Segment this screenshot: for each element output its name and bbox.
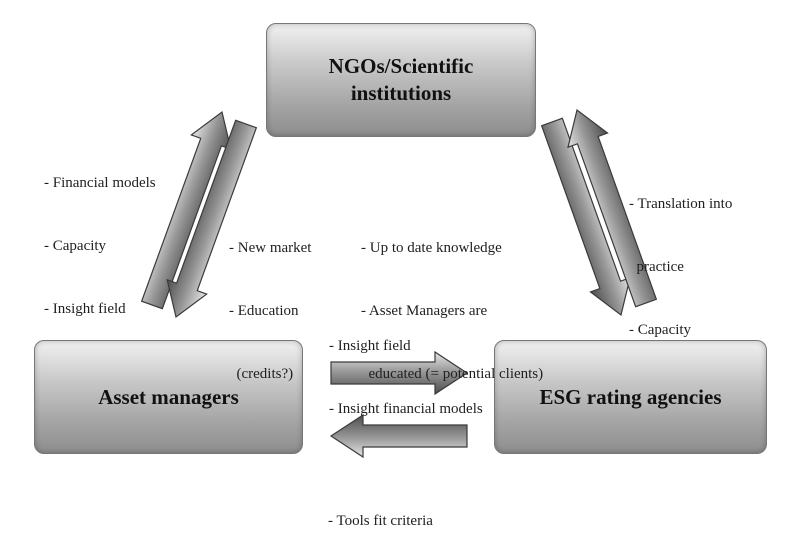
label-line: - Up to date knowledge: [361, 240, 502, 256]
label-line: (credits?): [229, 366, 294, 382]
label-line: - Translation into: [629, 196, 733, 212]
diagram-canvas: [140, 108, 658, 459]
esg-agencies-node-title: ESG rating agencies: [539, 384, 722, 409]
label-line: practice: [629, 259, 684, 275]
label-esg-to-ngo: - Translation into practice - Capacity: [629, 152, 732, 362]
asset-managers-node: Asset managers: [34, 340, 303, 454]
label-line: - Capacity: [629, 322, 692, 338]
arrow-esg-to-am: [329, 413, 468, 459]
label-ngo-to-am: - New market - Education (credits?): [229, 196, 311, 406]
arrow-esg-to-ngo: [567, 108, 658, 308]
label-ngo-to-esg: - Up to date knowledge - Asset Managers …: [361, 196, 543, 406]
label-am-to-ngo: - Financial models - Capacity - Insight …: [44, 131, 156, 341]
label-esg-to-am: - Tools fit criteria: [328, 469, 433, 553]
label-line: - Insight financial models: [329, 401, 483, 417]
label-line: - Asset Managers are: [361, 303, 488, 319]
label-line: - Insight field: [44, 301, 126, 317]
ngo-node-title: NGOs/Scientific institutions: [328, 54, 474, 105]
label-line: - Financial models: [44, 175, 156, 191]
arrow-ngo-to-esg: [540, 117, 631, 317]
arrow-ngo-to-am: [166, 119, 258, 319]
label-line: - Capacity: [44, 238, 107, 254]
label-line: - Insight field: [329, 338, 411, 354]
label-line: - Tools fit criteria: [328, 513, 433, 529]
esg-agencies-node: ESG rating agencies: [494, 340, 767, 454]
label-line: - Education: [229, 303, 299, 319]
ngo-node: NGOs/Scientific institutions: [266, 23, 536, 137]
asset-managers-node-title: Asset managers: [98, 384, 239, 409]
label-line: educated (= potential clients): [361, 366, 544, 382]
label-line: - New market: [229, 240, 312, 256]
arrow-am-to-esg: [330, 350, 469, 396]
label-am-to-esg: - Insight field - Insight financial mode…: [329, 294, 483, 441]
